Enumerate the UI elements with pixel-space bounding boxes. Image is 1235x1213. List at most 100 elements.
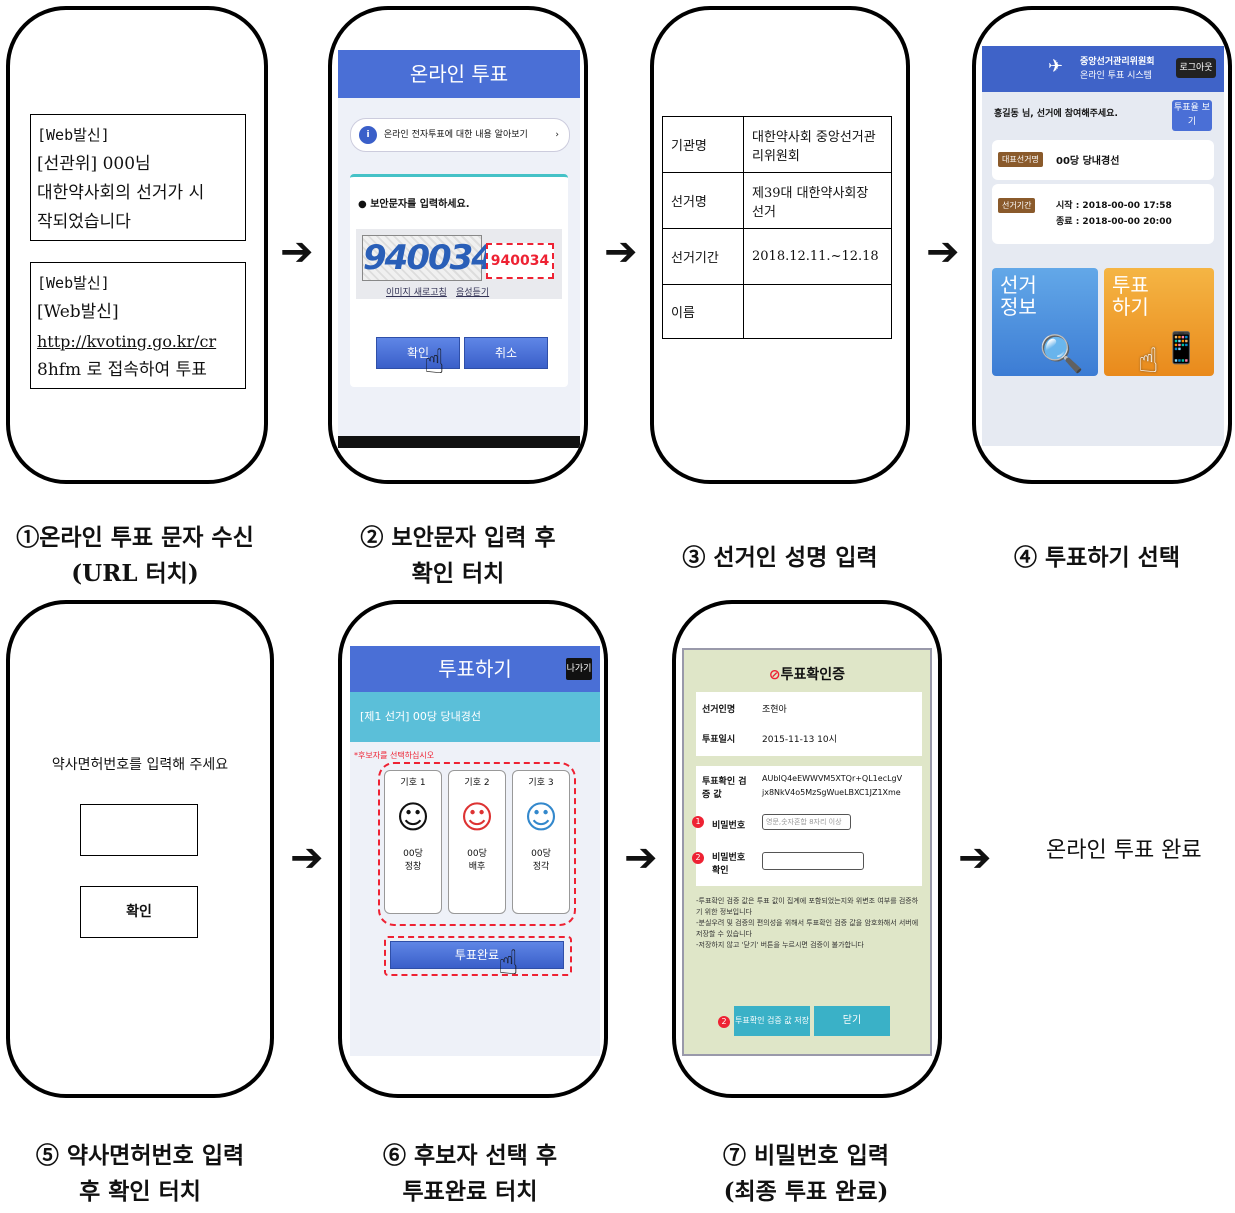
sms-message-2[interactable]: [Web발신] [Web발신] http://kvoting.go.kr/cr … — [30, 262, 246, 389]
note-line: -저장하지 않고 '닫기' 버튼을 누르시면 검증이 불가합니다 — [696, 941, 864, 949]
step-caption-6: ⑥ 후보자 선택 후 투표완료 터치 — [383, 1142, 557, 1205]
confirm-code-box: 투표확인 검증 값 AUbIQ4eEWWVM5XTQr+QL1ecLgV jx8… — [692, 766, 922, 886]
refresh-link[interactable]: 이미지 새로고침 — [386, 288, 447, 298]
view-turnout-button[interactable]: 투표율 보기 — [1172, 100, 1212, 131]
period-end: 종료 : 2018-00-00 20:00 — [1056, 217, 1172, 227]
candidate-mascot-icon: ☺ — [524, 798, 558, 836]
date-label: 투표일시 — [702, 735, 736, 745]
election-label-badge: 대표선거명 — [998, 152, 1043, 167]
captcha-title-bar: 온라인 투표 — [338, 50, 580, 98]
step-caption-7: ⑦ 비밀번호 입력 (최종 투표 완료) — [723, 1142, 889, 1205]
password-input[interactable]: 영문,숫자혼합 8자리 이상 — [762, 814, 851, 830]
row-value: 제39대 대한약사회장 선거 — [743, 172, 892, 229]
arrow-icon: ➔ — [926, 229, 960, 275]
license-number-input[interactable] — [80, 804, 198, 856]
hand-pointer-icon: ☝ — [498, 943, 519, 983]
sms-line: [Web발신] — [37, 274, 110, 292]
captcha-image: 940034 — [362, 235, 495, 281]
note-line: -투표확인 검증 값은 투표 값이 집계에 포함되었는지와 위변조 여부를 검증… — [696, 897, 919, 916]
code-label: 투표확인 검증 값 — [702, 777, 747, 800]
row-label: 선거기간 — [662, 228, 744, 285]
election-title: [제1 선거] 00당 당내경선 — [360, 710, 482, 723]
password-confirm-label: 비밀번호 확인 — [712, 853, 746, 876]
save-code-button[interactable]: 투표확인 검증 값 저장 — [734, 1006, 810, 1036]
audio-link[interactable]: 음성듣기 — [456, 288, 490, 298]
phone-captcha-screen: 온라인 투표 i 온라인 전자투표에 대한 내용 알아보기 › ● 보안문자를 … — [328, 6, 588, 484]
candidate-screen: 투표하기 나가기 [제1 선거] 00당 당내경선 *후보자를 선택하십시오 기… — [350, 646, 600, 1056]
greeting-text: 홍길동 님, 선거에 참여해주세요. — [994, 109, 1118, 119]
candidate-group — [378, 762, 576, 926]
candidate-number: 기호 1 — [400, 778, 426, 788]
candidate-number: 기호 3 — [528, 778, 554, 788]
ok-button[interactable]: 확인 — [376, 337, 460, 369]
close-button[interactable]: 닫기 — [814, 1006, 890, 1036]
confirm-info-box: 선거인명 조현아 투표일시 2015-11-13 10시 — [696, 692, 922, 756]
table-row: 기관명 대한약사회 중앙선거관리위원회 — [662, 116, 892, 173]
election-name: 00당 당내경선 — [1056, 156, 1120, 167]
candidate-party: 00당 — [403, 849, 423, 859]
confirm-notes: -투표확인 검증 값은 투표 값이 집계에 포함되었는지와 위변조 여부를 검증… — [696, 896, 922, 951]
candidate-card-2[interactable]: 기호 2 ☺ 00당 배후 — [448, 770, 506, 914]
voter-label: 선거인명 — [702, 705, 736, 715]
page-title: 온라인 투표 — [409, 62, 509, 86]
phone-vote-select-screen: ✈ 중앙선거관리위원회 온라인 투표 시스템 로그아웃 홍길동 님, 선거에 참… — [972, 6, 1232, 484]
phone-sms-screen: [Web발신] [선관위] 000님 대한약사회의 선거가 시 작되었습니다 [… — [6, 6, 268, 484]
code-value-1: AUbIQ4eEWWVM5XTQr+QL1ecLgV — [762, 774, 903, 783]
arrow-icon: ➔ — [290, 835, 324, 881]
election-info-table: 기관명 대한약사회 중앙선거관리위원회 선거명 제39대 대한약사회장 선거 선… — [662, 116, 892, 339]
candidate-mascot-icon: ☺ — [396, 798, 430, 836]
period-label-badge: 선거기간 — [998, 198, 1036, 213]
cancel-button[interactable]: 취소 — [464, 337, 548, 369]
candidate-notice: *후보자를 선택하십시오 — [354, 751, 435, 760]
exit-button[interactable]: 나가기 — [566, 658, 592, 680]
table-row: 선거명 제39대 대한약사회장 선거 — [662, 172, 892, 229]
license-prompt: 약사면허번호를 입력해 주세요 — [51, 757, 229, 773]
logout-button[interactable]: 로그아웃 — [1176, 58, 1216, 78]
license-ok-button[interactable]: 확인 — [80, 886, 198, 938]
row-label: 선거명 — [662, 172, 744, 229]
sms-url-link[interactable]: http://kvoting.go.kr/cr — [37, 332, 217, 351]
voter-value: 조현아 — [762, 705, 787, 715]
election-info-tile[interactable]: 선거 정보 🔍 — [992, 268, 1098, 376]
page-title: 투표하기 — [438, 657, 512, 681]
candidate-card-3[interactable]: 기호 3 ☺ 00당 정각 — [512, 770, 570, 914]
step-caption-1: ①온라인 투표 문자 수신 (URL 터치) — [16, 524, 254, 587]
confirm-title: ⊘투표확인증 — [768, 667, 846, 683]
period-card: 선거기간 시작 : 2018-00-00 17:58 종료 : 2018-00-… — [992, 184, 1214, 244]
candidate-number: 기호 2 — [464, 778, 490, 788]
tile-label: 선거 정보 — [1000, 273, 1037, 319]
confirm-screen: ⊘투표확인증 선거인명 조현아 투표일시 2015-11-13 10시 투표확인… — [682, 648, 932, 1056]
vote-tile[interactable]: 투표 하기 📱 — [1104, 268, 1214, 376]
hand-pointer-icon: ☝ — [1138, 341, 1159, 381]
step-caption-2: ② 보안문자 입력 후 확인 터치 — [360, 524, 556, 587]
step-caption-4: ④ 투표하기 선택 — [1014, 544, 1180, 571]
vote-select-screen: ✈ 중앙선거관리위원회 온라인 투표 시스템 로그아웃 홍길동 님, 선거에 참… — [982, 46, 1224, 446]
name-input[interactable] — [743, 284, 892, 339]
election-banner: [제1 선거] 00당 당내경선 — [350, 692, 600, 742]
vote-complete-button[interactable]: 투표완료 — [390, 941, 564, 969]
marker-2-badge: 2 — [718, 1016, 730, 1028]
password-confirm-input[interactable] — [762, 852, 864, 870]
date-value: 2015-11-13 10시 — [762, 735, 837, 745]
row-label: 이름 — [662, 284, 744, 339]
phone-confirm-screen: ⊘투표확인증 선거인명 조현아 투표일시 2015-11-13 10시 투표확인… — [672, 600, 942, 1098]
arrow-icon: ➔ — [958, 835, 992, 881]
screen-bottom-bar — [338, 436, 580, 448]
captcha-panel: ● 보안문자를 입력하세요. 940034 940034 이미지 새로고침 음성… — [350, 174, 568, 387]
captcha-image-area: 940034 940034 이미지 새로고침 음성듣기 — [356, 229, 562, 299]
candidate-party: 00당 — [531, 849, 551, 859]
candidate-party: 00당 — [467, 849, 487, 859]
candidate-name: 정각 — [532, 862, 550, 872]
row-value: 2018.12.11.~12.18 — [743, 228, 892, 285]
step-caption-3: ③ 선거인 성명 입력 — [682, 544, 878, 571]
sms-line: 대한약사회의 선거가 시 — [37, 183, 205, 203]
sms-message-1: [Web발신] [선관위] 000님 대한약사회의 선거가 시 작되었습니다 — [30, 114, 246, 241]
captcha-input[interactable]: 940034 — [486, 243, 554, 279]
step-caption-5: ⑤ 약사면허번호 입력 후 확인 터치 — [35, 1142, 245, 1205]
info-link[interactable]: i 온라인 전자투표에 대한 내용 알아보기 › — [350, 118, 570, 152]
candidate-title-bar: 투표하기 나가기 — [350, 646, 600, 692]
candidate-card-1[interactable]: 기호 1 ☺ 00당 정창 — [384, 770, 442, 914]
chevron-right-icon: › — [555, 130, 559, 140]
note-line: -분실우려 및 검증의 편의성을 위해서 투표확인 검증 값을 암호화해서 서버… — [696, 919, 919, 938]
code-value-2: jx8NkV4o5MzSgWueLBXC1JZ1Xme — [762, 788, 901, 797]
